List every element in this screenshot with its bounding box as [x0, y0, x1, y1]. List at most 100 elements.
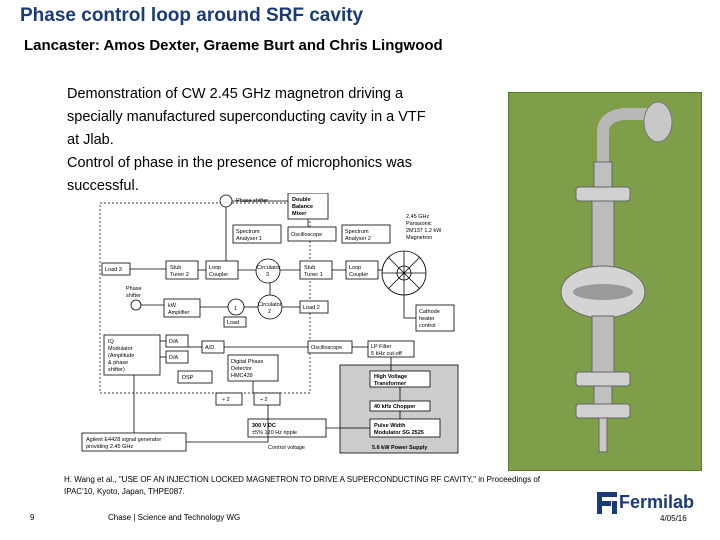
svg-text:Double: Double: [292, 197, 311, 203]
svg-text:Transformer: Transformer: [374, 381, 407, 387]
spectrum-analyser-2: Spectrum Analyser 2: [341, 224, 391, 244]
svg-text:& phase: & phase: [108, 360, 128, 366]
svg-text:2: 2: [268, 309, 271, 315]
svg-text:÷ 2: ÷ 2: [260, 397, 268, 403]
dsp: DSP: [177, 370, 213, 384]
magnetron-icon: [381, 250, 427, 296]
phase-control-diagram: Phase shifter Double Balance Mixer Spect…: [81, 193, 459, 454]
svg-text:Modulator: Modulator: [108, 346, 133, 352]
svg-text:Coupler: Coupler: [209, 272, 228, 278]
svg-text:40 kHz Chopper: 40 kHz Chopper: [374, 404, 416, 410]
body-line: Demonstration of CW 2.45 GHz magnetron d…: [67, 86, 404, 102]
chopper: 40 kHz Chopper: [369, 400, 431, 412]
kw-amplifier: kW Amplifier: [163, 298, 201, 318]
footer-date: 4/05/16: [660, 514, 687, 523]
svg-text:2M137 1.2 kW: 2M137 1.2 kW: [406, 228, 442, 234]
svg-text:Tuner 1: Tuner 1: [304, 272, 323, 278]
svg-text:Panasonic: Panasonic: [406, 221, 432, 227]
citation-line: IPAC'10, Kyoto, Japan, THPE087.: [64, 487, 185, 496]
fermilab-logo-icon: [597, 492, 617, 514]
svg-text:Spectrum: Spectrum: [236, 229, 260, 235]
svg-text:Agilent E4428 signal generator: Agilent E4428 signal generator: [86, 437, 161, 443]
loop-coupler-left: Loop Coupler: [205, 260, 239, 280]
svg-text:300 V DC: 300 V DC: [252, 423, 276, 429]
fermilab-logo: Fermilab: [597, 491, 707, 515]
power-supply-label: 5.6 kW Power Supply: [372, 445, 428, 451]
svg-text:Detector: Detector: [231, 366, 252, 372]
svg-text:D/A: D/A: [169, 339, 179, 345]
magnetron-label: 2.45 GHz Panasonic 2M137 1.2 kW Magnetro…: [406, 214, 442, 241]
svg-text:IQ: IQ: [108, 339, 115, 345]
svg-text:Spectrum: Spectrum: [345, 229, 369, 235]
page-number: 9: [30, 513, 35, 522]
svg-text:DSP: DSP: [182, 375, 194, 381]
svg-text:(Amplitude: (Amplitude: [108, 353, 134, 359]
slide-title: Phase control loop around SRF cavity: [20, 5, 364, 26]
footer-text: Chase | Science and Technology WG: [108, 513, 241, 522]
svg-text:Loop: Loop: [349, 265, 361, 271]
svg-text:Loop: Loop: [209, 265, 221, 271]
body-line: specially manufactured superconducting c…: [67, 109, 426, 125]
svg-text:Modulator SG 2525: Modulator SG 2525: [374, 430, 424, 436]
svg-text:Cathode: Cathode: [419, 309, 440, 315]
svg-text:Oscilloscope: Oscilloscope: [291, 232, 322, 238]
svg-text:control: control: [419, 323, 436, 329]
svg-text:kW: kW: [168, 303, 177, 309]
svg-text:Load 2: Load 2: [303, 305, 320, 311]
phase-shifter-mid: Phase shifter: [126, 286, 142, 311]
svg-text:Circulator: Circulator: [257, 265, 281, 271]
d-a-2: D/A: [165, 350, 189, 364]
svg-text:2.45 GHz: 2.45 GHz: [406, 214, 429, 220]
citation: H. Wang et al., "USE OF AN INJECTION LOC…: [64, 474, 541, 498]
digital-phase-detector: Digital Phase Detector HMC439: [227, 354, 279, 382]
svg-text:Load: Load: [227, 320, 239, 326]
svg-text:Analyser 2: Analyser 2: [345, 236, 371, 242]
d-a-1: D/A: [165, 334, 189, 348]
svg-text:Balance: Balance: [292, 204, 313, 210]
load-2: Load 2: [299, 300, 329, 314]
svg-text:LP Filter: LP Filter: [371, 344, 392, 350]
divider-2b: ÷ 2: [253, 392, 281, 406]
circulator-3: Circulator 3: [255, 258, 281, 284]
oscilloscope-mid: Oscilloscope: [307, 340, 353, 354]
divider-2a: ÷ 2: [215, 392, 243, 406]
svg-text:Phase: Phase: [126, 286, 142, 292]
svg-text:heater: heater: [419, 316, 435, 322]
body-line: at Jlab.: [67, 132, 114, 148]
body-text: Demonstration of CW 2.45 GHz magnetron d…: [67, 83, 497, 198]
slide-subtitle: Lancaster: Amos Dexter, Graeme Burt and …: [24, 37, 443, 54]
svg-text:3: 3: [266, 272, 269, 278]
circulator-1: 1: [227, 298, 245, 316]
svg-text:Mixer: Mixer: [292, 211, 307, 217]
svg-text:Amplifier: Amplifier: [168, 310, 190, 316]
svg-text:1: 1: [234, 306, 237, 312]
svg-text:Digital Phase: Digital Phase: [231, 359, 263, 365]
svg-text:±5% 120 Hz ripple: ±5% 120 Hz ripple: [252, 430, 297, 436]
oscilloscope-top: Oscilloscope: [287, 226, 337, 242]
stub-tuner-2: Stub Tuner 2: [165, 260, 199, 280]
lp-filter: LP Filter 5 kHz cut-off: [367, 340, 415, 358]
svg-text:5 kHz cut-off: 5 kHz cut-off: [371, 351, 402, 357]
svg-text:Stub: Stub: [170, 265, 181, 271]
spectrum-analyser-1: Spectrum Analyser 1: [232, 224, 282, 244]
control-voltage-label: Control voltage: [268, 445, 305, 451]
citation-line: H. Wang et al., "USE OF AN INJECTION LOC…: [64, 475, 541, 484]
circulator-2: Circulator 2: [257, 294, 283, 320]
body-line: successful.: [67, 178, 139, 194]
svg-text:Stub: Stub: [304, 265, 315, 271]
signal-generator: Agilent E4428 signal generator providing…: [81, 432, 187, 452]
svg-text:High Voltage: High Voltage: [374, 374, 407, 380]
svg-text:HMC439: HMC439: [231, 373, 253, 379]
svg-text:providing 2.45 GHz: providing 2.45 GHz: [86, 444, 133, 450]
iq-modulator: IQ Modulator (Amplitude & phase shifter): [103, 334, 161, 376]
load-bottom: Load: [223, 316, 247, 328]
svg-text:Circulator: Circulator: [258, 302, 282, 308]
cavity-photo: [508, 92, 702, 471]
double-balance-mixer: Double Balance Mixer: [287, 193, 329, 220]
svg-text:D/A: D/A: [169, 355, 179, 361]
svg-text:÷ 2: ÷ 2: [222, 397, 230, 403]
load-3: Load 3: [101, 262, 131, 276]
a-d: A/D: [201, 340, 225, 354]
fermilab-logo-text: Fermilab: [619, 492, 695, 512]
svg-text:Coupler: Coupler: [349, 272, 368, 278]
